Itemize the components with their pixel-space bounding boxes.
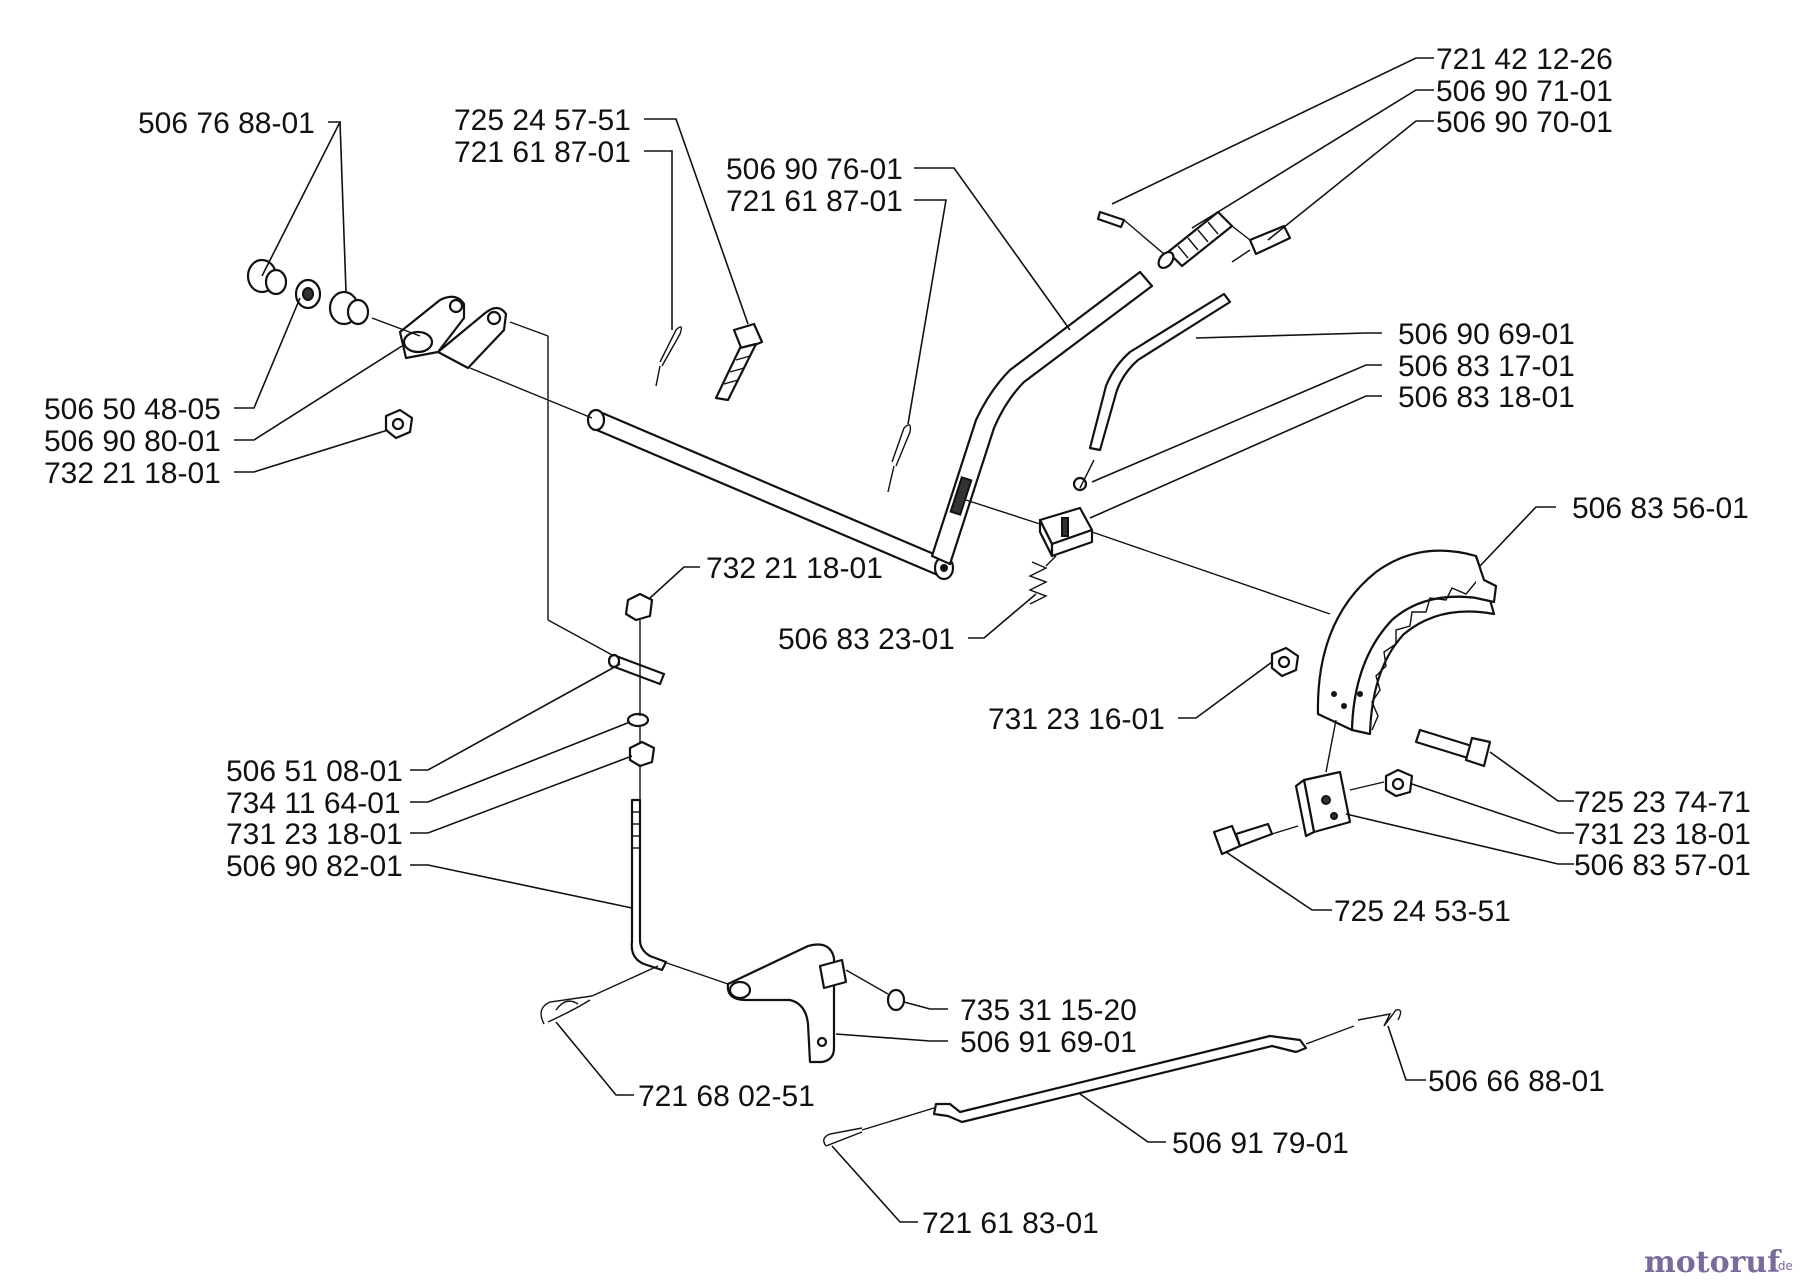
label-721-42-12-26: 721 42 12-26 [1436, 43, 1613, 76]
label-506-83-18-01: 506 83 18-01 [1398, 381, 1575, 414]
spring-part [1028, 561, 1048, 605]
link-rod-part [932, 1034, 1308, 1124]
label-506-76-88-01: 506 76 88-01 [138, 107, 315, 140]
label-506-51-08-01: 506 51 08-01 [226, 755, 403, 788]
adjust-rod-part [630, 798, 668, 972]
label-506-90-76-01: 506 90 76-01 [726, 153, 903, 186]
sector-part [1316, 549, 1498, 736]
bolt-part [714, 322, 764, 402]
lift-bracket-part [726, 943, 848, 1064]
label-506-90-80-01: 506 90 80-01 [44, 425, 221, 458]
label-506-91-79-01: 506 91 79-01 [1172, 1127, 1349, 1160]
stud-parts [607, 592, 666, 768]
label-734-11-64-01: 734 11 64-01 [226, 787, 401, 820]
label-735-31-15-20: 735 31 15-20 [960, 994, 1137, 1027]
label-732-21-18-01-b: 732 21 18-01 [706, 552, 883, 585]
label-506-90-69-01: 506 90 69-01 [1398, 318, 1575, 351]
nut-part-left [384, 408, 414, 440]
washer-parts [246, 258, 421, 337]
lock-block-part [1038, 506, 1094, 558]
lever-arm-part [930, 270, 1154, 566]
label-725-24-53-51: 725 24 53-51 [1334, 895, 1511, 928]
release-rod-part [1088, 224, 1292, 452]
part-drawings [246, 210, 1498, 1147]
cotter-pin-parts [655, 326, 912, 493]
end-clip-part [1357, 1009, 1402, 1027]
end-cotter-part [823, 1127, 863, 1147]
leader-lines [234, 57, 1574, 1223]
sector-bolt-part [1414, 728, 1492, 768]
clamp-block-part [1294, 770, 1352, 838]
label-506-83-17-01: 506 83 17-01 [1398, 350, 1575, 383]
label-506-83-23-01: 506 83 23-01 [778, 623, 955, 656]
watermark-logo: motoruf .de [1644, 1245, 1793, 1280]
label-506-66-88-01: 506 66 88-01 [1428, 1065, 1605, 1098]
bracket-part [398, 295, 508, 370]
clip-part [886, 988, 906, 1012]
part-labels: 721 42 12-26 506 90 71-01 506 90 70-01 5… [44, 43, 1751, 1240]
label-721-61-87-01-a: 721 61 87-01 [454, 136, 631, 169]
label-506-50-48-05: 506 50 48-05 [44, 393, 221, 426]
assembly-guides [469, 219, 1385, 1131]
label-721-68-02-51: 721 68 02-51 [638, 1080, 815, 1113]
label-731-23-16-01: 731 23 16-01 [988, 703, 1165, 736]
watermark-tld: .de [1774, 1259, 1793, 1273]
shaft-part [586, 408, 955, 581]
label-732-21-18-01-a: 732 21 18-01 [44, 457, 221, 490]
label-731-23-18-01-b: 731 23 18-01 [1574, 818, 1751, 851]
handle-grip-part [1157, 210, 1234, 269]
label-506-90-82-01: 506 90 82-01 [226, 850, 403, 883]
label-725-23-74-71: 725 23 74-71 [1574, 786, 1751, 819]
nut-part-right [1384, 768, 1414, 798]
label-725-24-57-51: 725 24 57-51 [454, 104, 631, 137]
label-506-90-71-01: 506 90 71-01 [1436, 75, 1613, 108]
label-721-61-87-01-b: 721 61 87-01 [726, 185, 903, 218]
label-731-23-18-01-a: 731 23 18-01 [226, 818, 403, 851]
label-506-83-57-01: 506 83 57-01 [1574, 849, 1751, 882]
nut-part-sector [1270, 646, 1300, 678]
hairpin-part [540, 995, 593, 1025]
pin-part [1096, 210, 1126, 229]
label-506-83-56-01: 506 83 56-01 [1572, 492, 1749, 525]
clamp-bolt-part [1212, 822, 1274, 856]
label-506-90-70-01: 506 90 70-01 [1436, 106, 1613, 139]
label-721-61-83-01: 721 61 83-01 [922, 1207, 1099, 1240]
watermark-brand: motoruf [1644, 1245, 1782, 1280]
label-506-91-69-01: 506 91 69-01 [960, 1026, 1137, 1059]
